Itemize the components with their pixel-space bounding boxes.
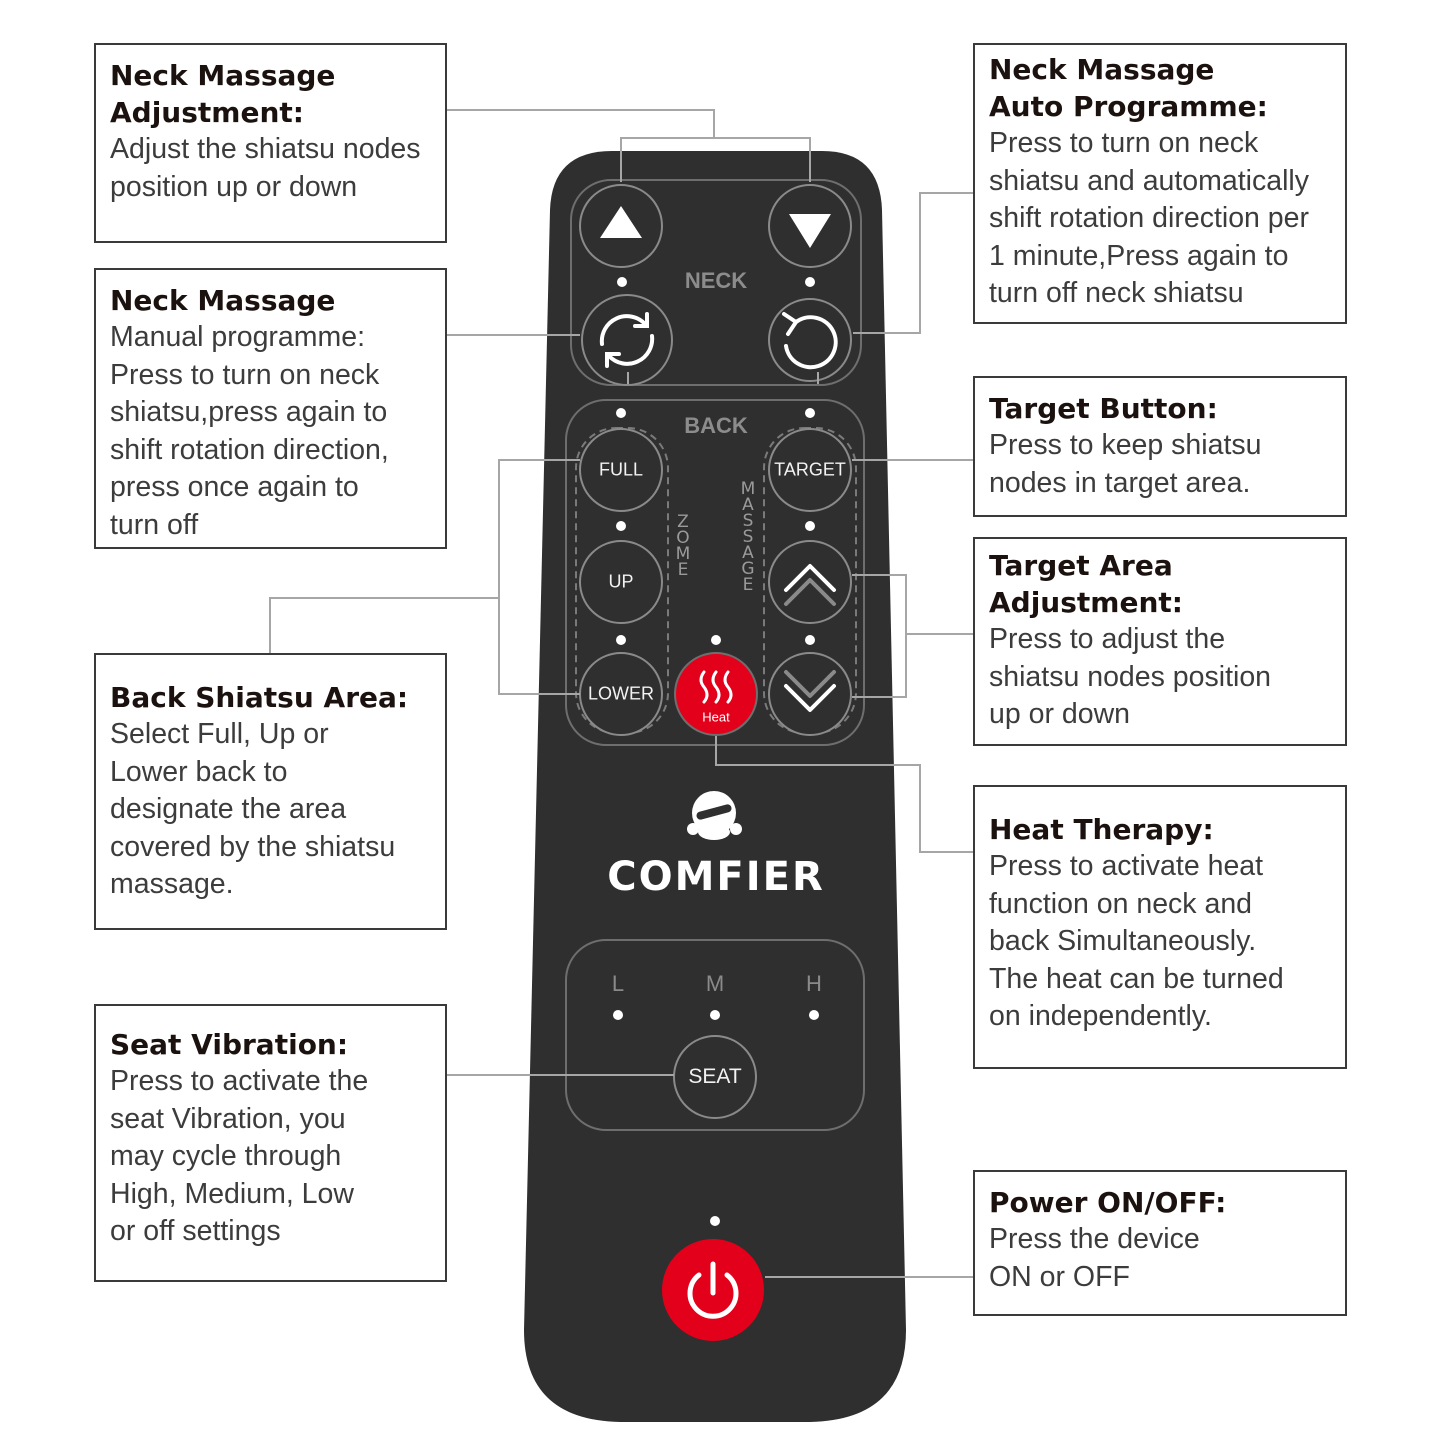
comfier-mascot-logo xyxy=(687,791,742,840)
callout-description: Press to keep shiatsu nodes in target ar… xyxy=(989,429,1262,499)
callout-title: Target Button: xyxy=(989,392,1218,425)
neck-up-button[interactable] xyxy=(579,184,663,268)
massage-vertical-label: M A S S A G E xyxy=(740,479,756,595)
callout-back-shiatsu-area: Back Shiatsu Area: Select Full, Up or Lo… xyxy=(94,653,447,930)
power-icon xyxy=(687,1261,739,1319)
callout-neck-adjustment: Neck Massage Adjustment: Adjust the shia… xyxy=(94,43,447,243)
level-low-label: L xyxy=(611,971,625,996)
seat-button[interactable] xyxy=(673,1035,757,1119)
neck-manual-rotation-button[interactable] xyxy=(581,294,673,386)
up-button-label: UP xyxy=(608,571,634,592)
target-down-button[interactable] xyxy=(768,652,852,736)
double-chevron-down-icon xyxy=(784,670,836,712)
zone-dashed-group xyxy=(575,427,669,734)
callout-heat-therapy: Heat Therapy: Press to activate heat fun… xyxy=(973,785,1347,1069)
callout-description: Press the device ON or OFF xyxy=(989,1223,1200,1293)
zone-vertical-label: Z O M E xyxy=(675,512,691,580)
callout-title: Heat Therapy: xyxy=(989,813,1214,846)
heat-waves-icon xyxy=(699,670,733,704)
callout-seat-vibration: Seat Vibration: Press to activate the se… xyxy=(94,1004,447,1282)
callout-description: Press to activate heat function on neck … xyxy=(989,850,1284,1033)
callout-title: Neck Massage Auto Programme: xyxy=(989,53,1268,123)
callout-title: Back Shiatsu Area: xyxy=(110,681,409,714)
level-high-label: H xyxy=(806,971,822,996)
rotate-counterclockwise-icon xyxy=(782,312,838,370)
heat-button-label: Heat xyxy=(702,709,730,725)
seat-panel xyxy=(565,939,865,1131)
callout-target-button: Target Button: Press to keep shiatsu nod… xyxy=(973,376,1347,517)
callout-description: Manual programme: Press to turn on neck … xyxy=(110,321,389,541)
neck-section-label: NECK xyxy=(684,268,748,293)
callout-title: Seat Vibration: xyxy=(110,1028,349,1061)
target-up-button[interactable] xyxy=(768,540,852,624)
callout-title: Target Area Adjustment: xyxy=(989,549,1183,619)
callout-title: Neck Massage xyxy=(110,284,336,317)
neck-auto-rotation-button[interactable] xyxy=(768,298,852,382)
callout-neck-auto: Neck Massage Auto Programme: Press to tu… xyxy=(973,43,1347,324)
callout-description: Adjust the shiatsu nodes position up or … xyxy=(110,133,421,203)
callout-description: Press to activate the seat Vibration, yo… xyxy=(110,1065,369,1248)
triangle-up-icon xyxy=(600,206,642,238)
neck-panel xyxy=(570,179,862,386)
double-chevron-up-icon xyxy=(784,564,836,606)
indicator-lights xyxy=(613,277,819,1226)
power-button[interactable] xyxy=(662,1239,764,1341)
seat-button-label: SEAT xyxy=(688,1065,742,1088)
brand-logo-text: COMFIER xyxy=(607,854,825,900)
lower-button-label: LOWER xyxy=(587,683,655,704)
callout-title: Neck Massage Adjustment: xyxy=(110,59,336,129)
target-button[interactable] xyxy=(768,428,852,512)
callout-power: Power ON/OFF: Press the device ON or OFF xyxy=(973,1170,1347,1316)
up-button[interactable] xyxy=(579,540,663,624)
back-section-label: BACK xyxy=(684,413,748,438)
level-medium-label: M xyxy=(705,971,725,996)
full-button-label: FULL xyxy=(598,459,644,480)
callout-neck-manual: Neck Massage Manual programme: Press to … xyxy=(94,268,447,549)
callout-description: Press to turn on neck shiatsu and automa… xyxy=(989,127,1310,310)
rotate-clockwise-icon xyxy=(599,312,655,368)
callout-description: Press to adjust the shiatsu nodes positi… xyxy=(989,623,1272,731)
target-button-label: TARGET xyxy=(774,459,846,480)
neck-down-button[interactable] xyxy=(768,184,852,268)
callout-target-area: Target Area Adjustment: Press to adjust … xyxy=(973,537,1347,746)
full-button[interactable] xyxy=(579,428,663,512)
callout-title: Power ON/OFF: xyxy=(989,1186,1227,1219)
triangle-down-icon xyxy=(789,214,831,248)
heat-button[interactable] xyxy=(674,652,758,736)
callout-description: Select Full, Up or Lower back to designa… xyxy=(110,718,396,901)
